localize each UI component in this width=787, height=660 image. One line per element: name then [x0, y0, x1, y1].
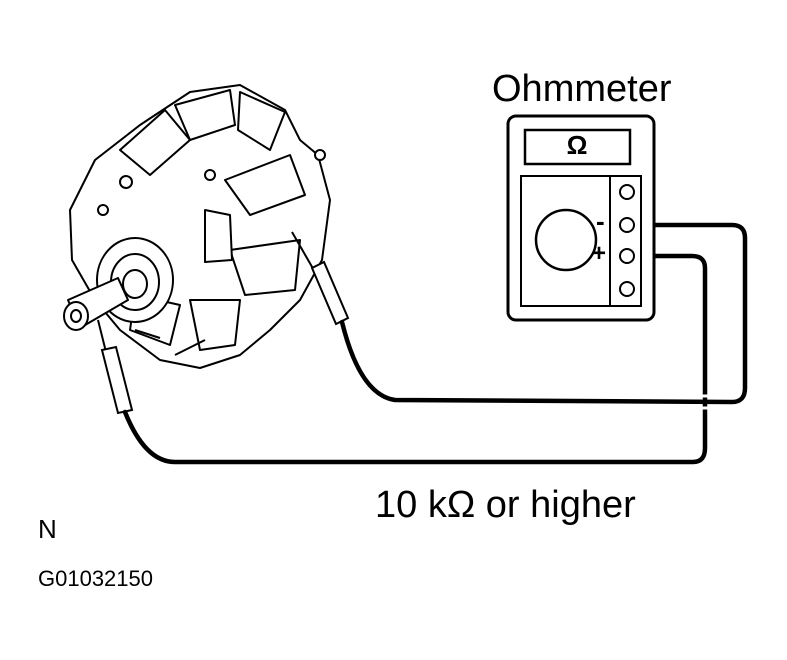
minus-terminal-label: -	[596, 206, 605, 236]
probe-right	[291, 231, 350, 326]
ohm-display-symbol: Ω	[566, 130, 588, 160]
ohmmeter-title: Ohmmeter	[492, 68, 672, 110]
plus-terminal-label: +	[592, 240, 607, 267]
alternator-rotor	[63, 84, 331, 369]
terminal-1	[619, 184, 635, 200]
lead-to-plus-terminal	[122, 253, 708, 465]
probe-left	[97, 319, 134, 415]
terminal-4	[619, 281, 635, 297]
lead-to-minus-terminal	[339, 222, 748, 405]
corner-letter: N	[38, 514, 57, 544]
selector-dial	[534, 208, 598, 272]
ohmmeter-display	[523, 128, 632, 166]
resistance-spec: 10 kΩ or higher	[375, 484, 636, 526]
figure-code: G01032150	[38, 566, 153, 591]
terminal-plus	[619, 248, 635, 264]
terminal-minus	[619, 217, 635, 233]
ohmmeter	[506, 114, 656, 322]
